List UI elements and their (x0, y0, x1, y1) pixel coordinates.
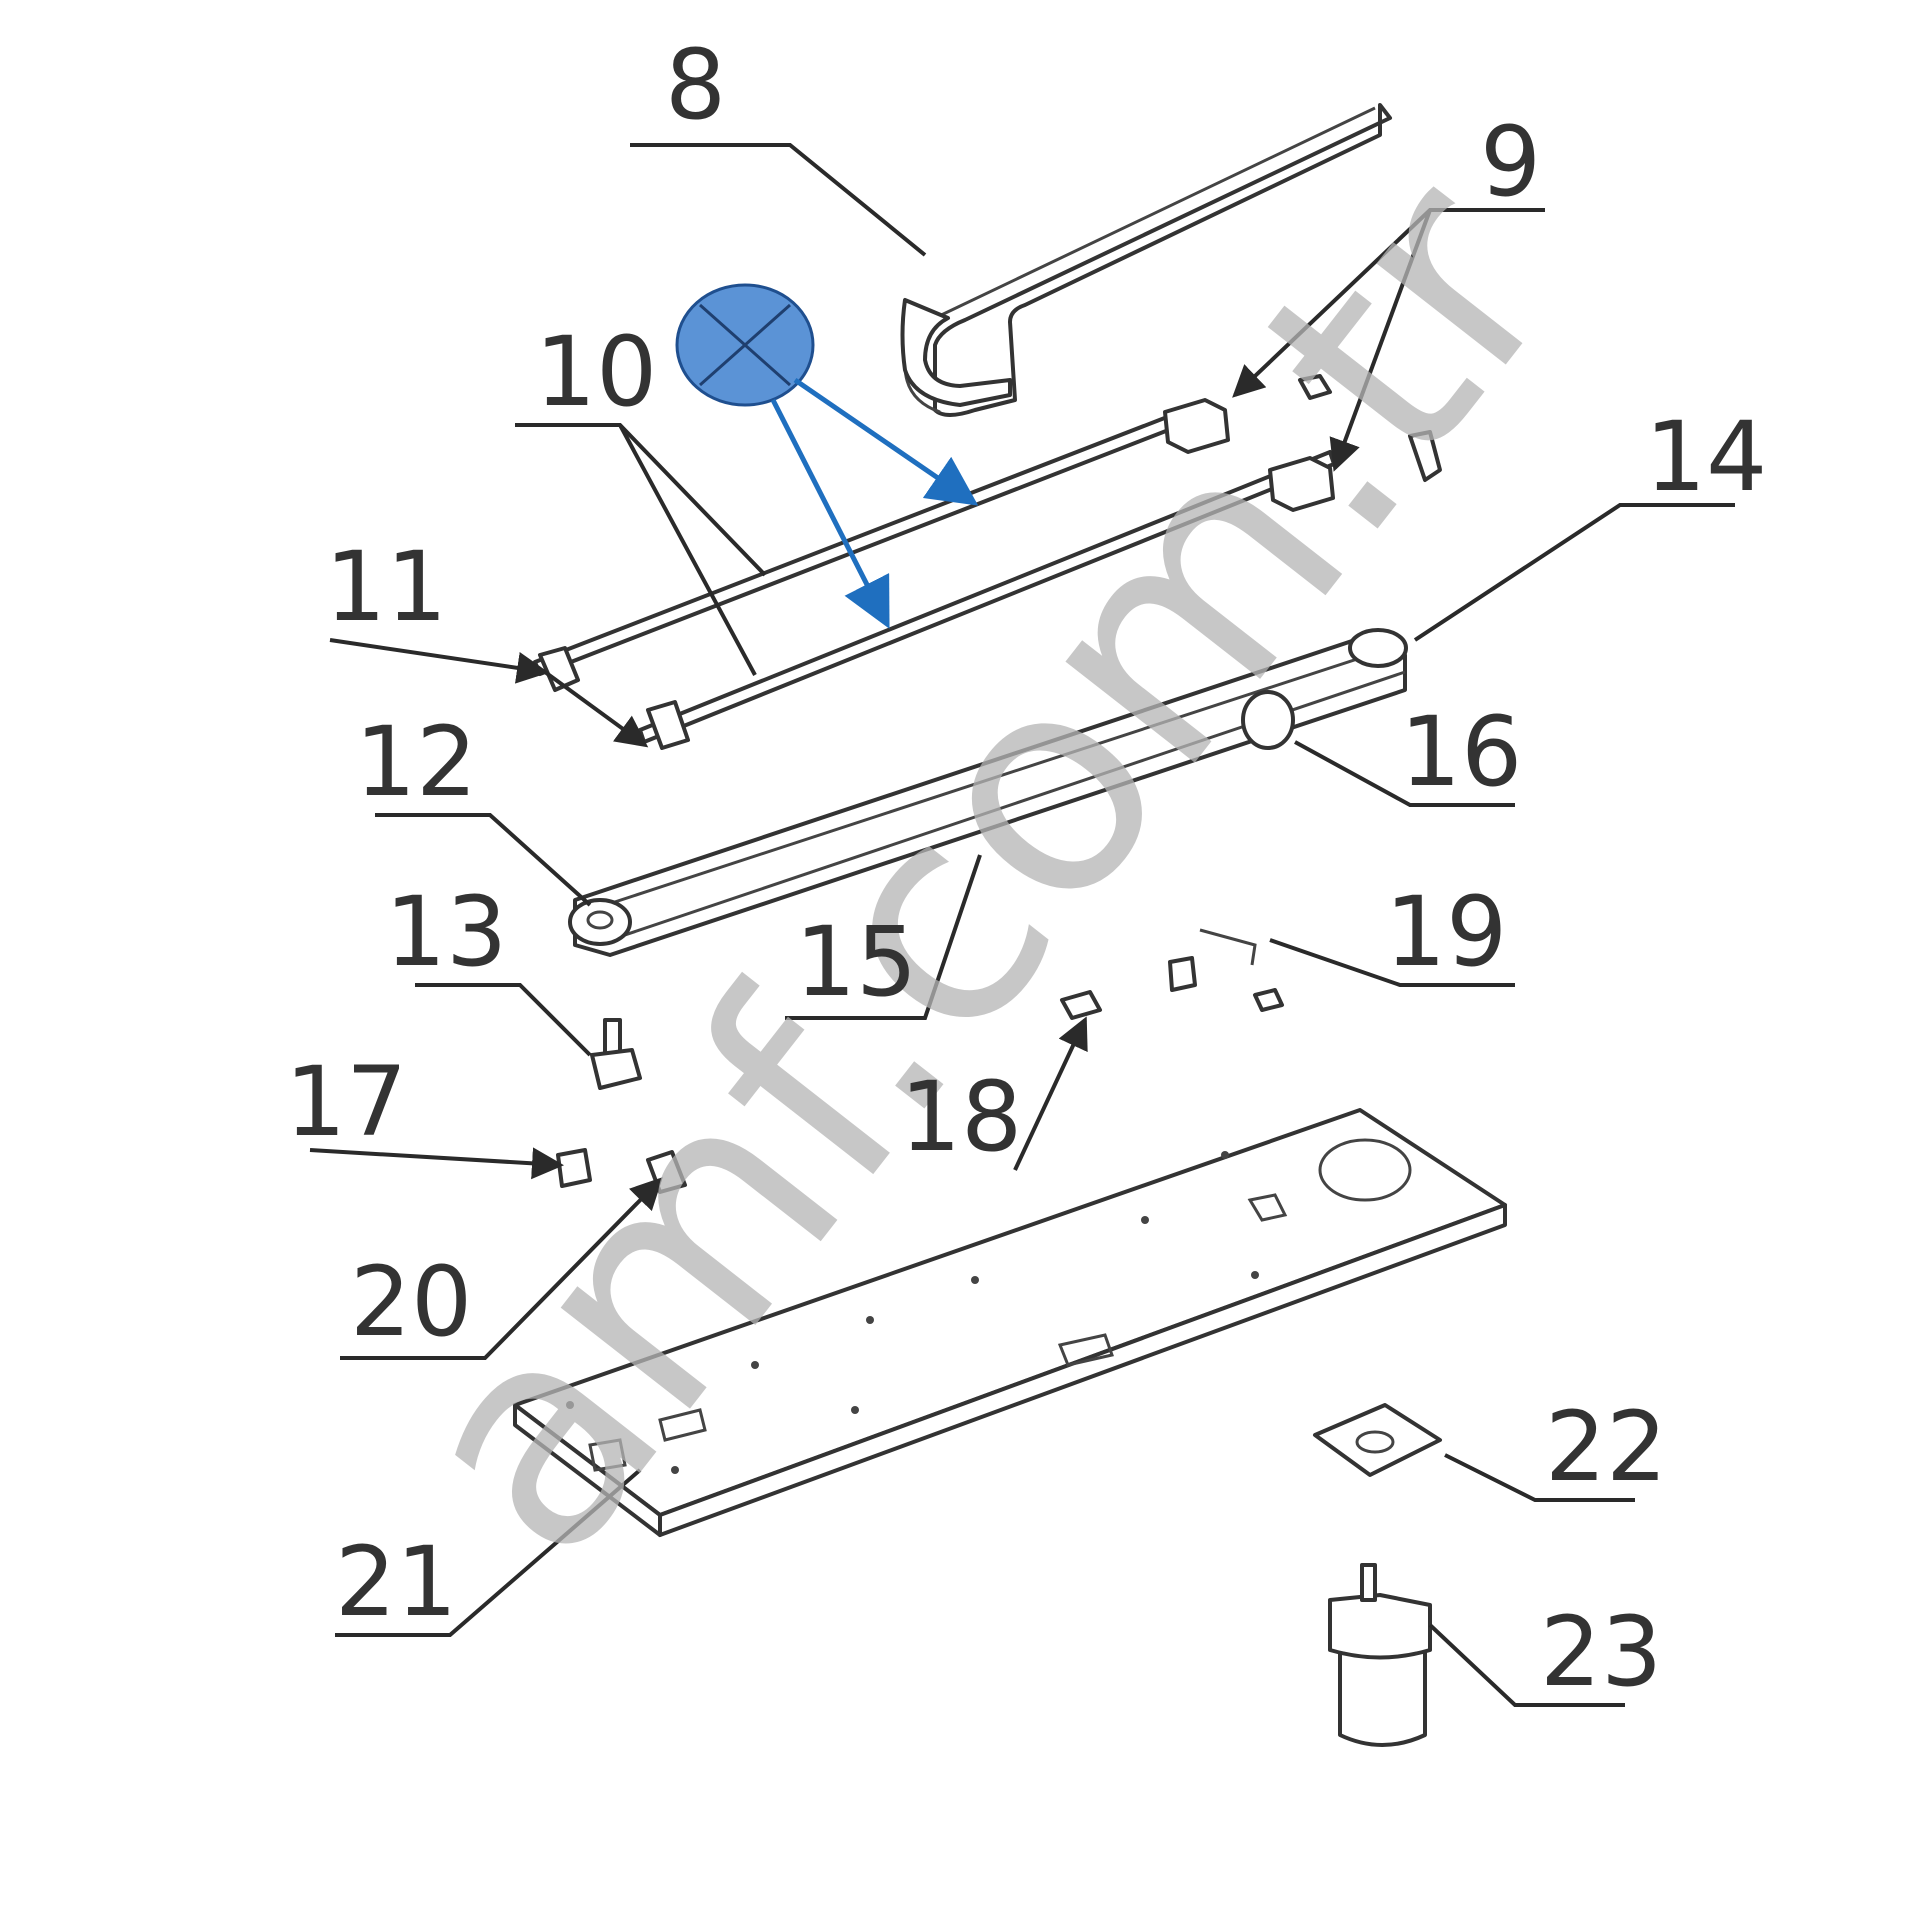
part-13-bolt (590, 1018, 642, 1090)
label-part-17: 17 (285, 1046, 407, 1158)
part-23-motor (1328, 1563, 1432, 1747)
label-part-21: 21 (335, 1526, 457, 1638)
label-part-8: 8 (665, 29, 726, 141)
part-11-end-brackets (538, 646, 690, 750)
leader-lines (309, 143, 1735, 1707)
label-part-16: 16 (1400, 696, 1522, 808)
label-part-15: 15 (795, 906, 917, 1018)
part-21-base-plate (513, 1108, 1507, 1537)
label-part-13: 13 (385, 876, 507, 988)
marker-arrow-lower-rod (770, 398, 890, 629)
label-part-22: 22 (1545, 1391, 1667, 1503)
label-part-9: 9 (1480, 106, 1541, 218)
part-22-board (1313, 1403, 1442, 1477)
part-8-hook-bar (900, 103, 1392, 417)
label-part-12: 12 (355, 706, 477, 818)
label-part-23: 23 (1540, 1596, 1662, 1708)
label-part-14: 14 (1645, 401, 1767, 513)
part-9-blocks (1163, 374, 1442, 512)
label-part-19: 19 (1385, 876, 1507, 988)
marker-arrow-upper-rod (793, 377, 979, 506)
crossed-circle-icon (675, 283, 815, 407)
part-12-main-arm (568, 628, 1408, 957)
label-part-11: 11 (325, 531, 447, 643)
label-part-20: 20 (350, 1246, 472, 1358)
part-18-plate (1060, 990, 1102, 1020)
label-part-10: 10 (535, 316, 657, 428)
label-part-18: 18 (900, 1061, 1022, 1173)
part-19-bracket (1168, 928, 1284, 1012)
